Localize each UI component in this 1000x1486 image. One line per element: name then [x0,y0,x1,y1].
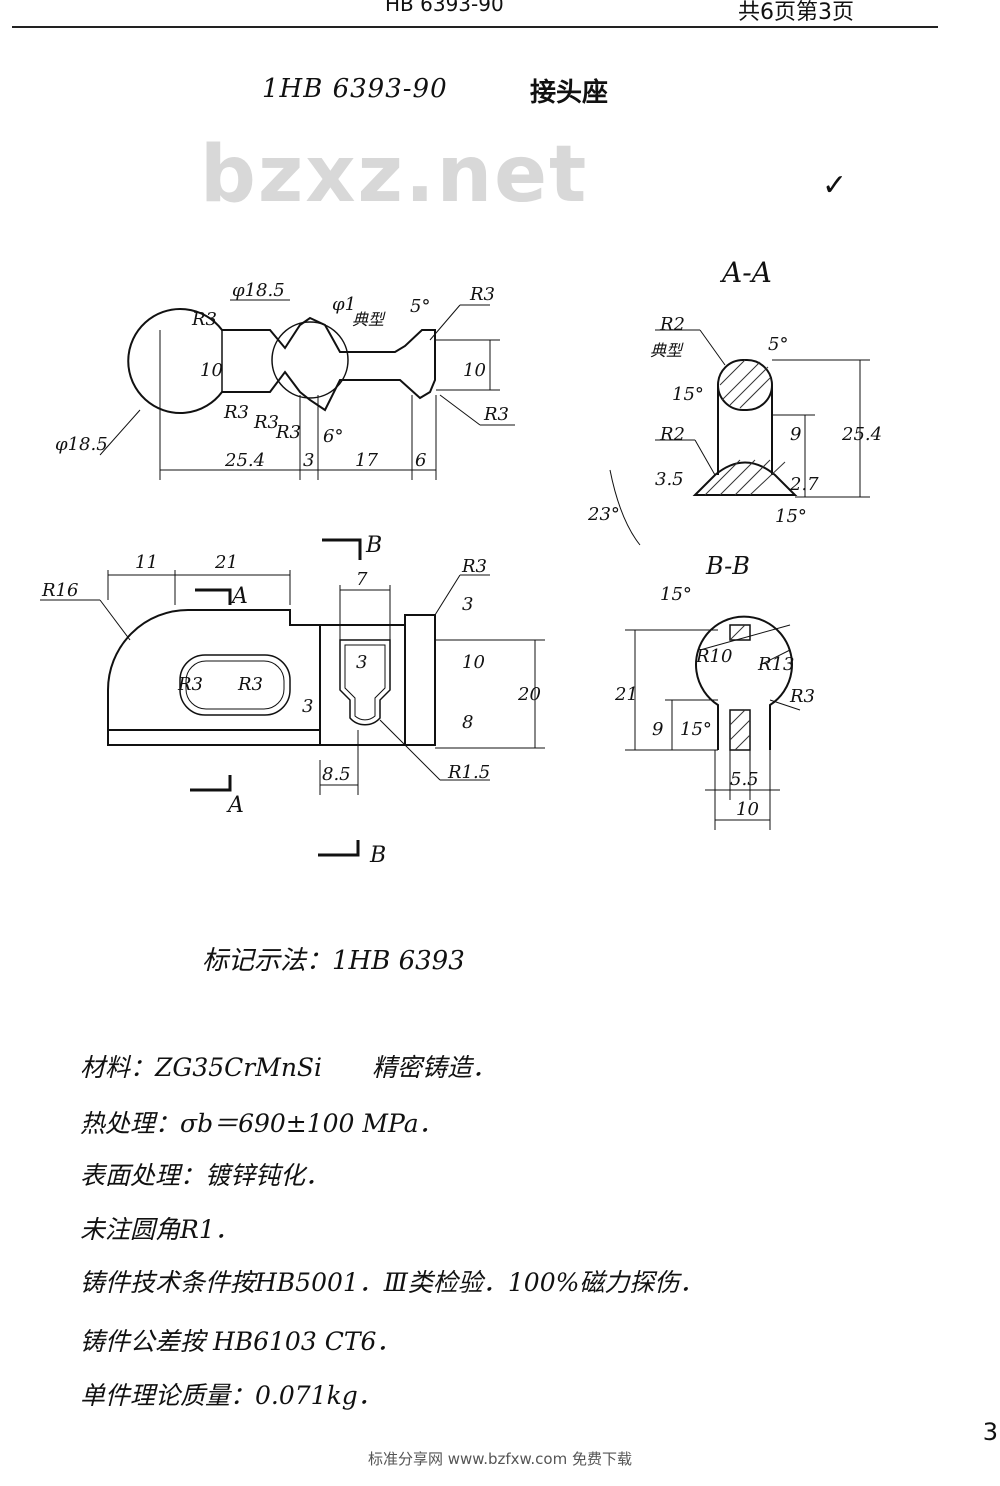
dim-r3-bb: R3 [789,686,815,707]
dim-angle5-aa: 5° [768,334,788,355]
roughness-symbol-icon: ✓ [822,168,848,203]
dim-r2-aa-bottom: R2 [659,424,685,445]
dim-angle15-aa-right: 15° [775,506,807,527]
dim-3-front-right: 3 [462,594,473,615]
note-material: 材料：ZG35CrMnSi 精密铸造． [80,1053,498,1082]
dim-3-front-inner: 3 [356,652,367,673]
dim-r13: R13 [757,654,794,675]
footer-source: 标准分享网 www.bzfxw.com 免费下载 [368,1450,632,1468]
dim-9-aa: 9 [790,424,801,445]
dim-25-4-aa: 25.4 [841,424,882,445]
header-divider [12,26,938,28]
dim-phi18-5-top: φ18.5 [232,280,285,301]
top-view [99,299,515,480]
label-typical-aa: 典型 [650,341,684,360]
note-heat-treatment: 热处理：σb＝690±100 MPa． [80,1109,444,1138]
dim-r3-topright: R3 [469,284,495,305]
dim-10-front: 10 [462,652,485,673]
dim-r3-a: R3 [223,402,249,423]
dim-r16: R16 [41,580,78,601]
section-label-bb: B-B [705,552,750,580]
page-number: 3 [982,1418,998,1446]
label-typical-top: 典型 [352,310,386,329]
dim-3-5: 3.5 [655,469,684,490]
dim-6: 6 [415,450,426,471]
dim-phi1: φ1 [332,294,356,315]
dim-r2-aa-top: R2 [659,314,685,335]
dim-17: 17 [355,450,378,471]
note-surface-treatment: 表面处理：镀锌钝化． [80,1161,331,1190]
dim-7: 7 [356,569,368,590]
cut-label-a-top: A [230,584,248,609]
dim-r3-b: R3 [253,412,279,433]
dim-8: 8 [462,712,473,733]
dim-r3-c: R3 [275,422,301,443]
marking-method: 标记示法：1HB 6393 [202,946,465,976]
dim-5-5: 5.5 [730,769,759,790]
title-code: 1HB 6393-90 [262,74,448,104]
dim-angle15-aa-left: 15° [672,384,704,405]
dim-21-front: 21 [214,552,238,573]
technical-drawing: φ18.5 φ18.5 R3 R3 R3 φ1 典型 5° 6° 10 10 2… [40,256,882,868]
dim-10-bb: 10 [736,799,759,820]
dim-phi18-5-left: φ18.5 [55,434,108,455]
note-casting-tolerance: 铸件公差按 HB6103 CT6． [80,1327,402,1356]
dim-20: 20 [517,684,541,705]
dim-angle15-bb-top: 15° [660,584,692,605]
dim-2-7: 2.7 [789,474,819,495]
dim-r3-bottomright: R3 [483,404,509,425]
note-casting-conditions: 铸件技术条件按HB5001．Ⅲ类检验．100%磁力探伤． [80,1268,705,1297]
dim-8-5: 8.5 [322,764,351,785]
dim-r3-slot-right: R3 [237,674,263,695]
cut-label-b-top: B [365,533,382,558]
section-b-b [625,615,801,830]
dim-9-bb: 9 [652,719,663,740]
header-page-info: 共6页第3页 [738,0,854,25]
dim-11: 11 [135,552,158,573]
dim-3-front-left: 3 [302,696,313,717]
dim-angle6-top: 6° [323,426,343,447]
dim-r10: R10 [695,646,732,667]
dim-21-bb: 21 [614,684,638,705]
dim-10-right: 10 [463,360,486,381]
dim-angle23: 23° [587,504,620,525]
dim-r3-top: R3 [191,309,217,330]
header-standard-code: HB 6393-90 [385,0,504,16]
dim-10-left: 10 [200,360,223,381]
dim-angle15-bb-bottom: 15° [680,719,712,740]
section-label-aa: A-A [719,256,772,289]
dim-r3-slot-left: R3 [177,674,203,695]
dim-r3-front: R3 [461,556,487,577]
title-name: 接头座 [530,78,609,108]
dim-r1-5: R1.5 [447,762,490,783]
front-view [40,538,545,857]
dim-3-top: 3 [303,450,314,471]
dim-angle5-top: 5° [410,296,430,317]
note-fillet-radius: 未注圆角R1． [80,1215,240,1244]
section-a-a [609,329,870,546]
watermark: bzxz.net [200,130,589,220]
cut-label-a-bottom: A [226,793,244,818]
cut-label-b-bottom: B [369,843,386,868]
note-theoretical-mass: 单件理论质量：0.071kg． [80,1381,383,1410]
dim-25-4-top: 25.4 [224,450,265,471]
